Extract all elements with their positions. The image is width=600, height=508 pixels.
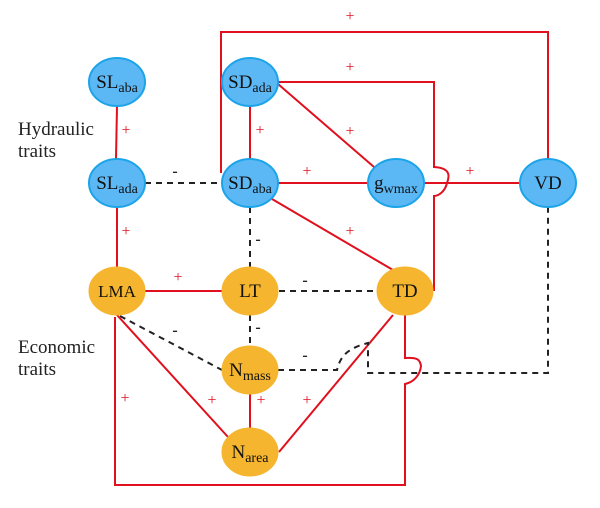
edge-sdaba-vd-positive <box>220 31 549 173</box>
hydraulic-group-label-line2: traits <box>18 141 56 162</box>
node-label: Nmass <box>229 360 271 384</box>
signs-layer: + + - + + + + + + - + + - - - + + + + - <box>120 8 474 409</box>
node-ellipse <box>376 266 434 316</box>
edge-sdaba-td-positive <box>271 198 394 271</box>
edge-sign-label: + <box>465 163 474 180</box>
node-label: SLaba <box>96 72 138 96</box>
node-nmass: Nmass <box>221 345 279 395</box>
edge-sign-label: - <box>302 347 307 364</box>
edge-sign-label: - <box>302 272 307 289</box>
edge-sign-label: + <box>120 390 129 407</box>
node-label: gwmax <box>374 173 418 197</box>
edge-sign-label: + <box>345 123 354 140</box>
edge-sign-label: + <box>121 223 130 240</box>
node-ellipse <box>519 158 577 208</box>
node-lma: LMA <box>88 266 146 316</box>
edge-sign-label: + <box>207 392 216 409</box>
node-slaba: SLaba <box>88 57 146 107</box>
edge-sign-label: + <box>173 269 182 286</box>
edge-sign-label: + <box>345 223 354 240</box>
hydraulic-group-label-line1: Hydraulic <box>18 119 94 140</box>
edge-sign-label: + <box>121 122 130 139</box>
node-ellipse <box>221 57 279 107</box>
economic-group-label-line2: traits <box>18 359 56 380</box>
node-label: TD <box>392 281 417 302</box>
node-ellipse <box>88 158 146 208</box>
edge-sign-label: - <box>172 163 177 180</box>
node-sdaba: SDaba <box>221 158 279 208</box>
node-ellipse <box>221 427 279 477</box>
node-label: SLada <box>96 173 138 197</box>
edge-lma-nmass-negative <box>119 315 223 371</box>
edges-layer <box>114 31 549 486</box>
node-ellipse <box>88 57 146 107</box>
edge-sdada-gwmax-positive <box>277 83 375 168</box>
edge-lma-narea-positive <box>116 314 229 438</box>
edge-sign-label: + <box>345 8 354 25</box>
node-slada: SLada <box>88 158 146 208</box>
node-narea: Narea <box>221 427 279 477</box>
node-ellipse <box>221 158 279 208</box>
node-td: TD <box>376 266 434 316</box>
edge-nmass-vd-negative <box>278 207 549 374</box>
edge-slaba-slada-positive <box>115 105 118 160</box>
economic-group-label-line1: Economic <box>18 337 95 358</box>
node-sdada: SDada <box>221 57 279 107</box>
node-lt: LT <box>221 266 279 316</box>
edge-sign-label: - <box>255 319 260 336</box>
node-ellipse <box>221 266 279 316</box>
node-ellipse <box>88 266 146 316</box>
edge-sign-label: + <box>256 392 265 409</box>
node-ellipse <box>221 345 279 395</box>
node-ellipse <box>367 158 425 208</box>
node-label: LMA <box>98 282 137 301</box>
edge-sign-label: - <box>255 231 260 248</box>
node-label: Narea <box>231 442 269 466</box>
edge-sign-label: + <box>302 392 311 409</box>
node-label: SDaba <box>228 173 273 197</box>
edge-sign-label: - <box>172 322 177 339</box>
edge-sign-label: + <box>255 122 264 139</box>
node-label: LT <box>239 281 261 302</box>
edge-sign-label: + <box>345 59 354 76</box>
node-label: SDada <box>228 72 273 96</box>
edge-lma-td-positive <box>114 315 423 486</box>
node-vd: VD <box>519 158 577 208</box>
edge-td-narea-positive <box>278 314 394 453</box>
edge-sign-label: + <box>302 163 311 180</box>
node-label: VD <box>534 173 561 194</box>
node-gwmax: gwmax <box>367 158 425 208</box>
